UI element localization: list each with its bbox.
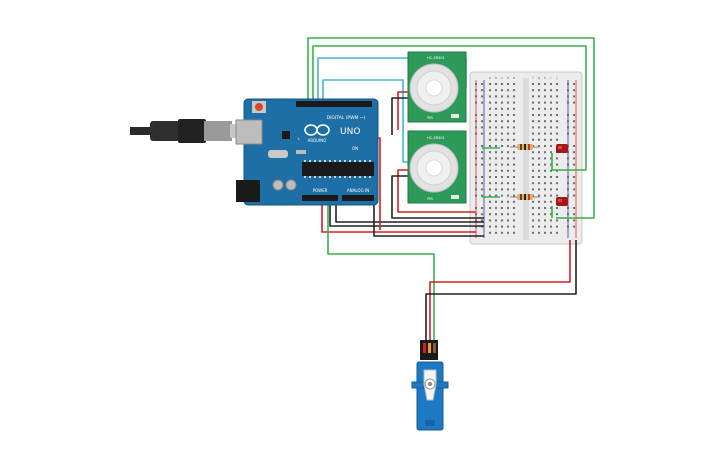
power-header-label: POWER <box>313 188 328 193</box>
wire-black-servo-gnd <box>425 240 577 340</box>
usb-cable <box>130 119 244 143</box>
breadboard-letter: a <box>489 76 491 80</box>
breadboard-letter: j <box>556 76 558 80</box>
pir-2-top-label: HC-SR501 <box>427 136 445 140</box>
arduino-logo <box>304 124 330 136</box>
wire-green-top-outer <box>307 37 595 219</box>
wire-red-pir-bottom <box>397 169 476 213</box>
breadboard-letter: f <box>532 76 534 80</box>
breadboard-letter: b <box>495 76 498 80</box>
wire-black-gnd <box>329 205 484 227</box>
wire-red-5v <box>321 205 476 233</box>
pir-1-top-label: HC-SR501 <box>427 56 445 60</box>
breadboard-letter: d <box>507 76 509 80</box>
resistor-1 <box>510 144 540 150</box>
wire-black-pir-top <box>391 97 408 135</box>
wire-red-arduino-bb <box>378 137 381 230</box>
pir-sensor-1: HC-SR501 PIR <box>407 51 467 123</box>
wire-green-top-inner <box>312 45 587 171</box>
led-red-1 <box>556 144 568 153</box>
arduino-uno: DIGITAL (PWM ~) UNO ARDUINO POWER ANALOG… <box>235 98 379 206</box>
breadboard-letter: e <box>513 76 515 80</box>
breadboard-holes <box>475 83 575 234</box>
wire-green-servo-signal <box>327 205 435 340</box>
l-label: L <box>298 137 300 141</box>
arduino-model: UNO <box>340 127 360 137</box>
digital-header-label: DIGITAL (PWM ~) <box>327 115 366 121</box>
servo-motor <box>411 340 449 431</box>
wire-red-servo-power <box>429 240 571 340</box>
wire-red-pir-top <box>397 91 408 130</box>
arduino-brand: ARDUINO <box>308 138 327 143</box>
led-red-2 <box>556 197 568 206</box>
breadboard-letter: h <box>544 76 546 80</box>
pir-2-side-label: PIR <box>427 197 433 201</box>
pir-1-side-label: PIR <box>427 116 433 120</box>
reset-button <box>255 103 263 111</box>
resistor-2 <box>510 194 540 200</box>
wire-black-pir-bottom <box>391 175 484 219</box>
breadboard-letter: i <box>551 76 552 80</box>
pir-sensor-2: HC-SR501 PIR <box>407 130 467 204</box>
analog-header-label: ANALOG IN <box>347 188 369 193</box>
breadboard-letter: c <box>501 76 503 80</box>
breadboard-letter: g <box>538 76 540 80</box>
on-label: ON <box>352 146 358 151</box>
wire-blue-pir-bottom <box>322 79 410 163</box>
atmega-chip <box>302 162 374 176</box>
wire-black-gnd-2 <box>335 205 484 223</box>
